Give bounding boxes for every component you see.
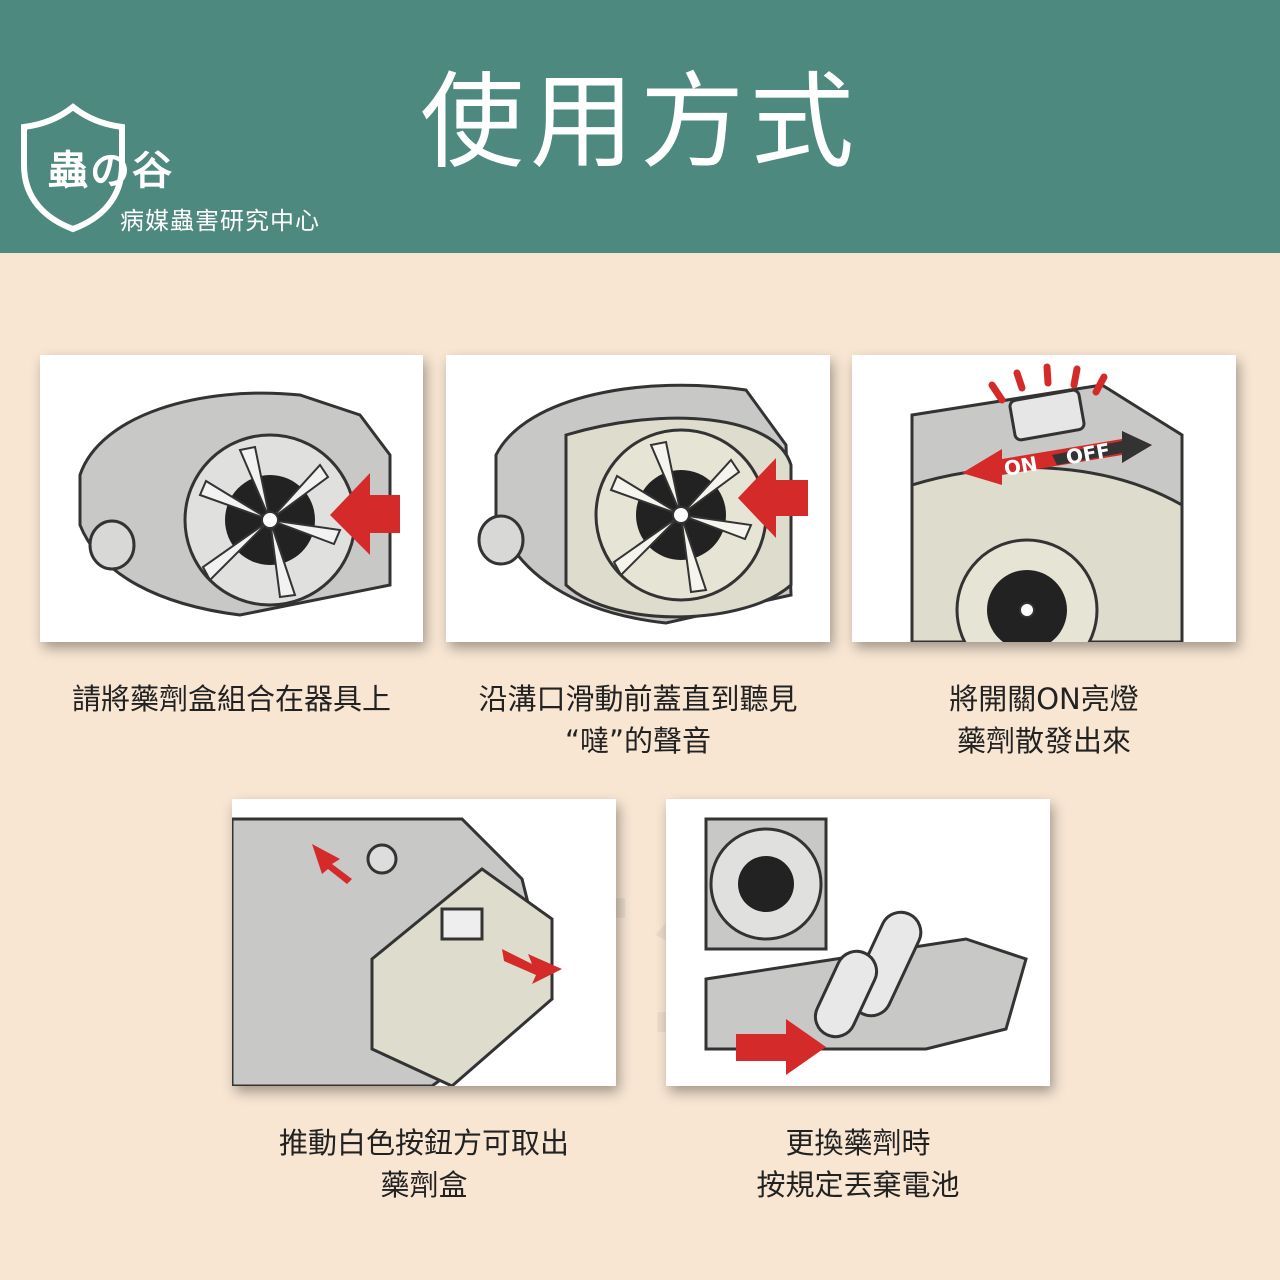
step2-illustration bbox=[446, 355, 830, 642]
step5-line2: 按規定丟棄電池 bbox=[756, 1168, 960, 1202]
shield-logo-icon bbox=[21, 103, 125, 233]
step1-illustration bbox=[40, 355, 423, 642]
step5-line1: 更換藥劑時 bbox=[785, 1126, 931, 1160]
step2-line1: 沿溝口滑動前蓋直到聽見 bbox=[478, 682, 798, 716]
logo-name: 蟲の谷 bbox=[48, 148, 174, 194]
step3-caption: 將開關ON亮燈 藥劑散發出來 bbox=[852, 678, 1236, 762]
step2-line2: “噠”的聲音 bbox=[564, 724, 712, 758]
logo-subtitle: 病媒蟲害研究中心 bbox=[120, 207, 320, 235]
step4-line2: 藥劑盒 bbox=[380, 1168, 468, 1202]
switch-on-label: ON bbox=[1002, 451, 1039, 480]
step3-line1: 將開關ON亮燈 bbox=[949, 682, 1139, 716]
step3-line2: 藥劑散發出來 bbox=[956, 724, 1131, 758]
step3-illustration: ON OFF bbox=[852, 355, 1236, 642]
header-banner: 蟲の谷 病媒蟲害研究中心 使用方式 bbox=[0, 0, 1280, 253]
step4-illustration bbox=[232, 799, 616, 1086]
step1-line1: 請將藥劑盒組合在器具上 bbox=[71, 682, 391, 716]
step5-illustration bbox=[666, 799, 1050, 1086]
step1-caption: 請將藥劑盒組合在器具上 bbox=[40, 678, 423, 720]
step4-line1: 推動白色按鈕方可取出 bbox=[278, 1126, 569, 1160]
page-title: 使用方式 bbox=[419, 61, 860, 183]
step2-caption: 沿溝口滑動前蓋直到聽見 “噠”的聲音 bbox=[446, 678, 830, 762]
step4-caption: 推動白色按鈕方可取出 藥劑盒 bbox=[232, 1122, 616, 1206]
step5-caption: 更換藥劑時 按規定丟棄電池 bbox=[666, 1122, 1050, 1206]
